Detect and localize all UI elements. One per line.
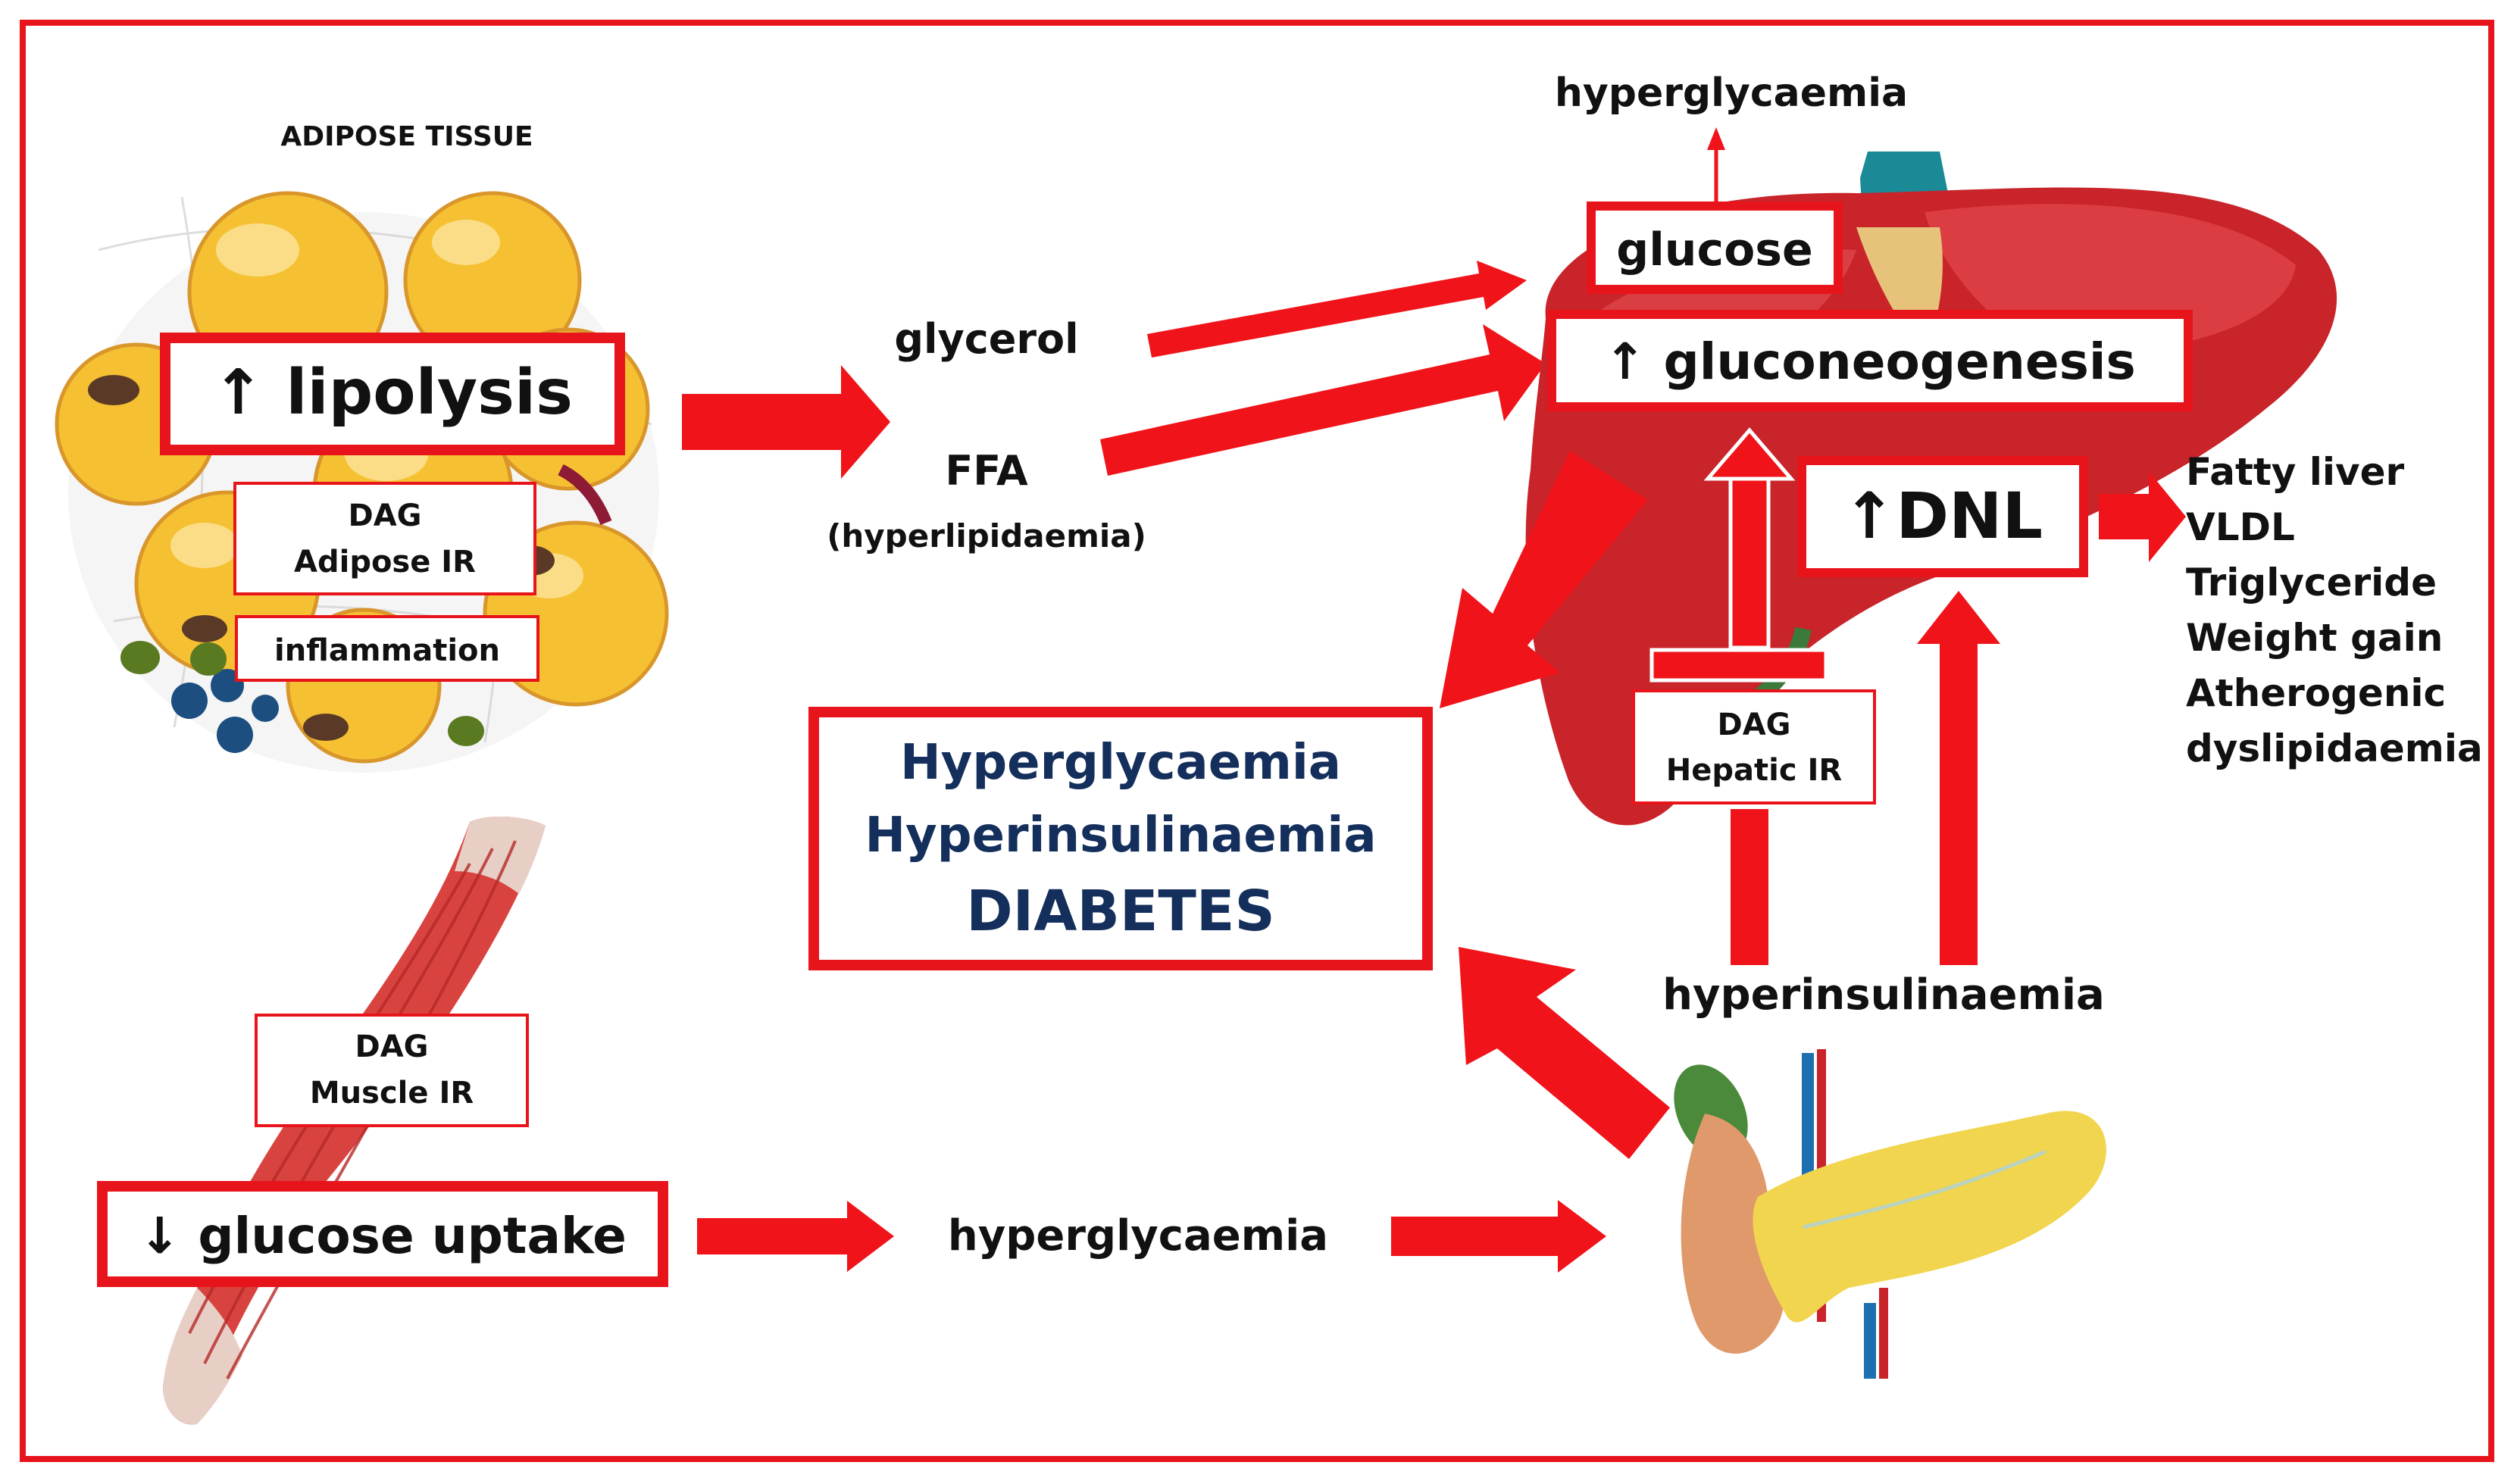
outcome-item: VLDL bbox=[2186, 505, 2295, 549]
bottom-hyperinsulinaemia-label: hyperinsulinaemia bbox=[1662, 970, 2105, 1020]
muscle-dag-label: DAG bbox=[355, 1029, 429, 1064]
arrow-hyperinsulinaemia-to-gluconeogenesis-upper bbox=[1728, 475, 1771, 650]
arrow-lipolysis-to-flux bbox=[682, 365, 890, 479]
lipolysis-label: ↑ lipolysis bbox=[212, 357, 573, 429]
center-line-2: Hyperinsulinaemia bbox=[865, 808, 1376, 864]
adipose-ir-label: Adipose IR bbox=[294, 545, 476, 580]
outcome-item: Fatty liver bbox=[2186, 450, 2405, 494]
arrow-uptake-to-hyperglycaemia bbox=[697, 1201, 894, 1272]
glucose-uptake-box bbox=[97, 1181, 668, 1287]
outcome-item: Atherogenic bbox=[2186, 671, 2446, 715]
diabetes-box bbox=[808, 707, 1433, 970]
arrow-hyperinsulinaemia-to-dnl-shaft bbox=[1940, 642, 1978, 965]
outcome-item: dyslipidaemia bbox=[2186, 726, 2483, 770]
arrow-hyperinsulinaemia-to-dnl-head bbox=[1917, 591, 2000, 644]
adipose-title: ADIPOSE TISSUE bbox=[280, 121, 533, 152]
arrow-ffa-to-gluconeogenesis bbox=[1100, 324, 1546, 476]
liver-hyperglycaemia-label: hyperglycaemia bbox=[1555, 70, 1908, 116]
outcomes-list: Fatty liver VLDL Triglyceride Weight gai… bbox=[2186, 450, 2483, 770]
arrow-pancreas-to-diabetes bbox=[1459, 947, 1670, 1159]
center-line-3: DIABETES bbox=[966, 879, 1275, 944]
outcome-item: Weight gain bbox=[2186, 616, 2443, 660]
glycerol-label: glycerol bbox=[894, 315, 1078, 363]
inhibition-bar bbox=[1649, 648, 1828, 683]
adipose-dag-label: DAG bbox=[349, 498, 422, 533]
arrow-hyperinsulinaemia-to-gluconeogenesis-lower bbox=[1731, 809, 1768, 965]
gluconeogenesis-label: ↑ gluconeogenesis bbox=[1604, 333, 2136, 391]
pancreas-illustration bbox=[1674, 1049, 2106, 1379]
bottom-hyperglycaemia-label: hyperglycaemia bbox=[948, 1211, 1328, 1261]
inflammation-label: inflammation bbox=[274, 633, 500, 668]
dnl-box bbox=[1797, 456, 2088, 577]
dnl-label: ↑DNL bbox=[1843, 479, 2043, 553]
ffa-label: FFA bbox=[945, 447, 1028, 495]
glucose-uptake-label: ↓ glucose uptake bbox=[139, 1207, 627, 1265]
arrow-glycerol-to-glucose bbox=[1147, 261, 1527, 358]
arrow-hyperglycaemia-to-pancreas bbox=[1391, 1200, 1606, 1273]
arrow-hyperinsulinaemia-to-gluconeogenesis-head bbox=[1703, 427, 1796, 481]
inflammation-box bbox=[235, 615, 539, 682]
hepatic-ir-box bbox=[1632, 689, 1876, 804]
glucose-label: glucose bbox=[1616, 223, 1812, 276]
arrow-liver-to-diabetes bbox=[1440, 451, 1648, 708]
outer-frame bbox=[20, 20, 2494, 1462]
outcome-item: Triglyceride bbox=[2186, 561, 2437, 605]
glucose-box bbox=[1587, 202, 1843, 294]
muscle-ir-label: Muscle IR bbox=[310, 1076, 474, 1111]
arrow-glucose-to-hyperglycaemia-head bbox=[1707, 127, 1725, 150]
arrow-dnl-to-outcomes bbox=[2099, 471, 2186, 562]
lipolysis-box bbox=[160, 333, 625, 455]
hyperlipidaemia-label: (hyperlipidaemia) bbox=[827, 517, 1146, 555]
gluconeogenesis-box bbox=[1547, 310, 2193, 411]
adipose-ir-box bbox=[233, 482, 536, 595]
hepatic-dag-label: DAG bbox=[1718, 708, 1791, 742]
muscle-ir-box bbox=[255, 1014, 529, 1127]
center-line-1: Hyperglycaemia bbox=[900, 735, 1341, 791]
hepatic-ir-label: Hepatic IR bbox=[1666, 753, 1842, 788]
